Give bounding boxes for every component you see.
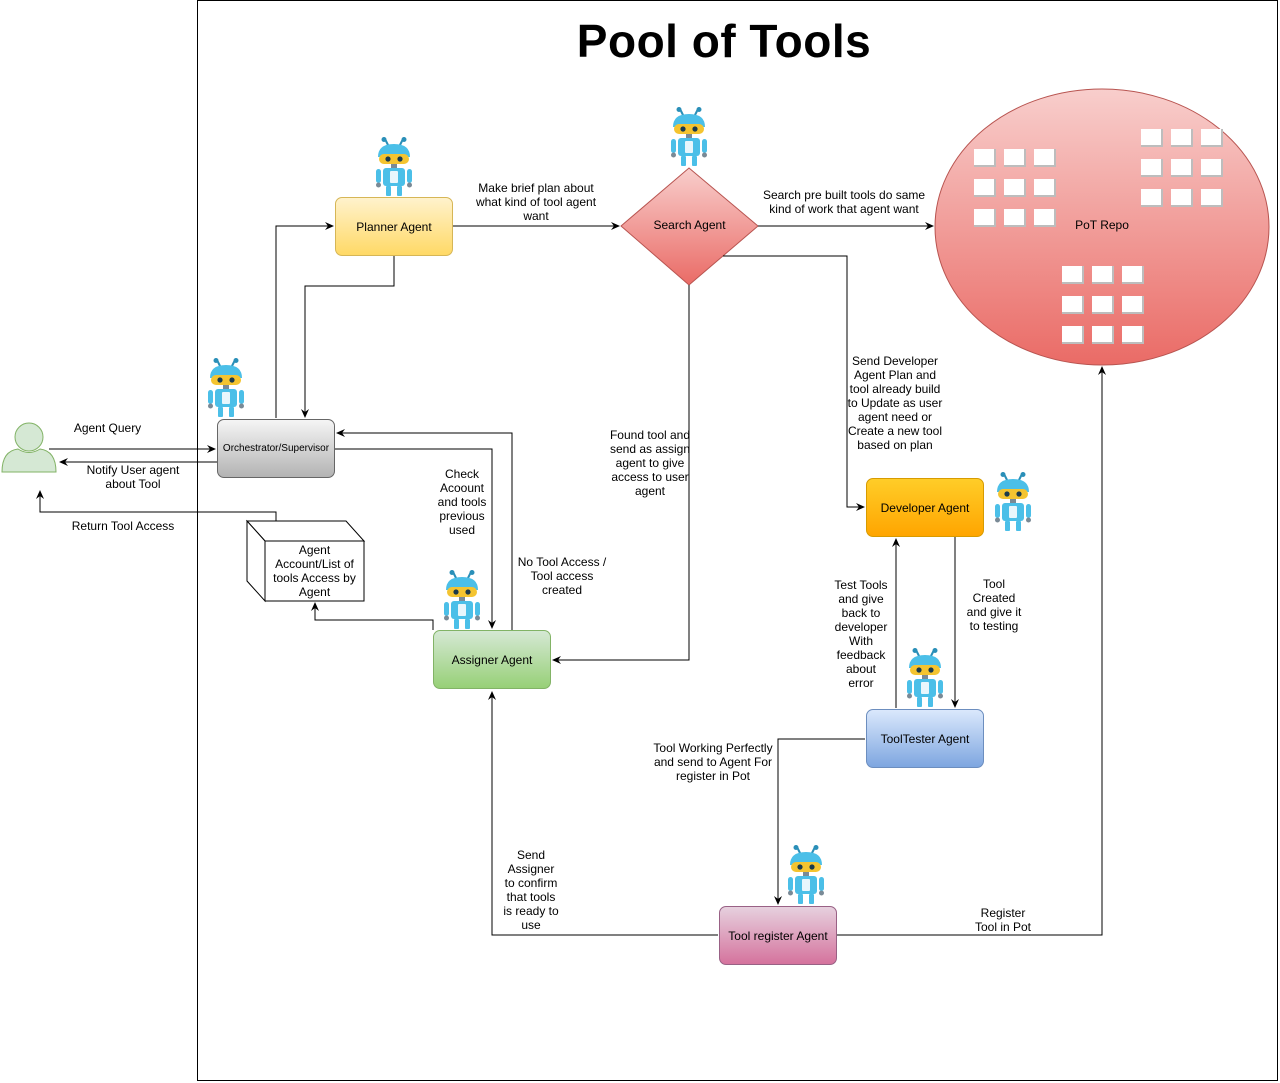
edge-search-to-assigner bbox=[552, 285, 690, 664]
edge-register-to-repo bbox=[837, 366, 1106, 936]
user-icon bbox=[1, 422, 57, 473]
tooltester-agent-node[interactable]: ToolTester Agent bbox=[866, 709, 984, 768]
edge-assigner-to-orch bbox=[336, 429, 513, 630]
developer-agent-label: Developer Agent bbox=[880, 500, 970, 515]
robot-icon bbox=[443, 570, 481, 630]
pot-repo-label: PoT Repo bbox=[1075, 218, 1129, 232]
tool-grid-icon bbox=[974, 149, 1056, 227]
robot-icon bbox=[787, 845, 825, 905]
edge-planner-to-orch bbox=[301, 256, 395, 418]
robot-icon bbox=[207, 358, 245, 418]
edge-tester-to-register bbox=[774, 738, 865, 905]
agent-query-label: Agent Query bbox=[73, 421, 142, 435]
page-title: Pool of Tools bbox=[576, 15, 872, 67]
edge-search-to-developer bbox=[723, 255, 865, 511]
assigner-agent-node[interactable]: Assigner Agent bbox=[433, 630, 551, 689]
robot-icon bbox=[994, 472, 1032, 532]
edge-orch-to-assigner bbox=[335, 448, 496, 629]
planner-agent-node[interactable]: Planner Agent bbox=[335, 197, 453, 256]
diagram-frame bbox=[197, 0, 1278, 1081]
edge-assigner-to-db bbox=[311, 602, 434, 630]
planner-agent-label: Planner Agent bbox=[356, 219, 432, 234]
edge-orch-to-planner bbox=[275, 222, 334, 418]
return-access-label: Return Tool Access bbox=[71, 519, 175, 533]
robot-icon bbox=[375, 137, 413, 197]
developer-agent-node[interactable]: Developer Agent bbox=[866, 478, 984, 537]
tooltester-agent-label: ToolTester Agent bbox=[880, 731, 970, 746]
robot-icon bbox=[670, 107, 708, 167]
robot-icon bbox=[906, 648, 944, 708]
orchestrator-label: Orchestrator/Supervisor bbox=[222, 443, 330, 454]
tool-grid-icon bbox=[1062, 266, 1144, 344]
tool-register-agent-node[interactable]: Tool register Agent bbox=[719, 906, 837, 965]
edge-return-access bbox=[36, 490, 277, 521]
tool-register-agent-label: Tool register Agent bbox=[728, 928, 828, 943]
assigner-agent-label: Assigner Agent bbox=[451, 652, 533, 667]
search-agent-label: Search Agent bbox=[653, 218, 726, 232]
tool-grid-icon bbox=[1141, 129, 1223, 207]
database-box bbox=[245, 519, 366, 603]
edge-register-to-assigner bbox=[488, 691, 718, 936]
orchestrator-node[interactable]: Orchestrator/Supervisor bbox=[217, 419, 335, 478]
